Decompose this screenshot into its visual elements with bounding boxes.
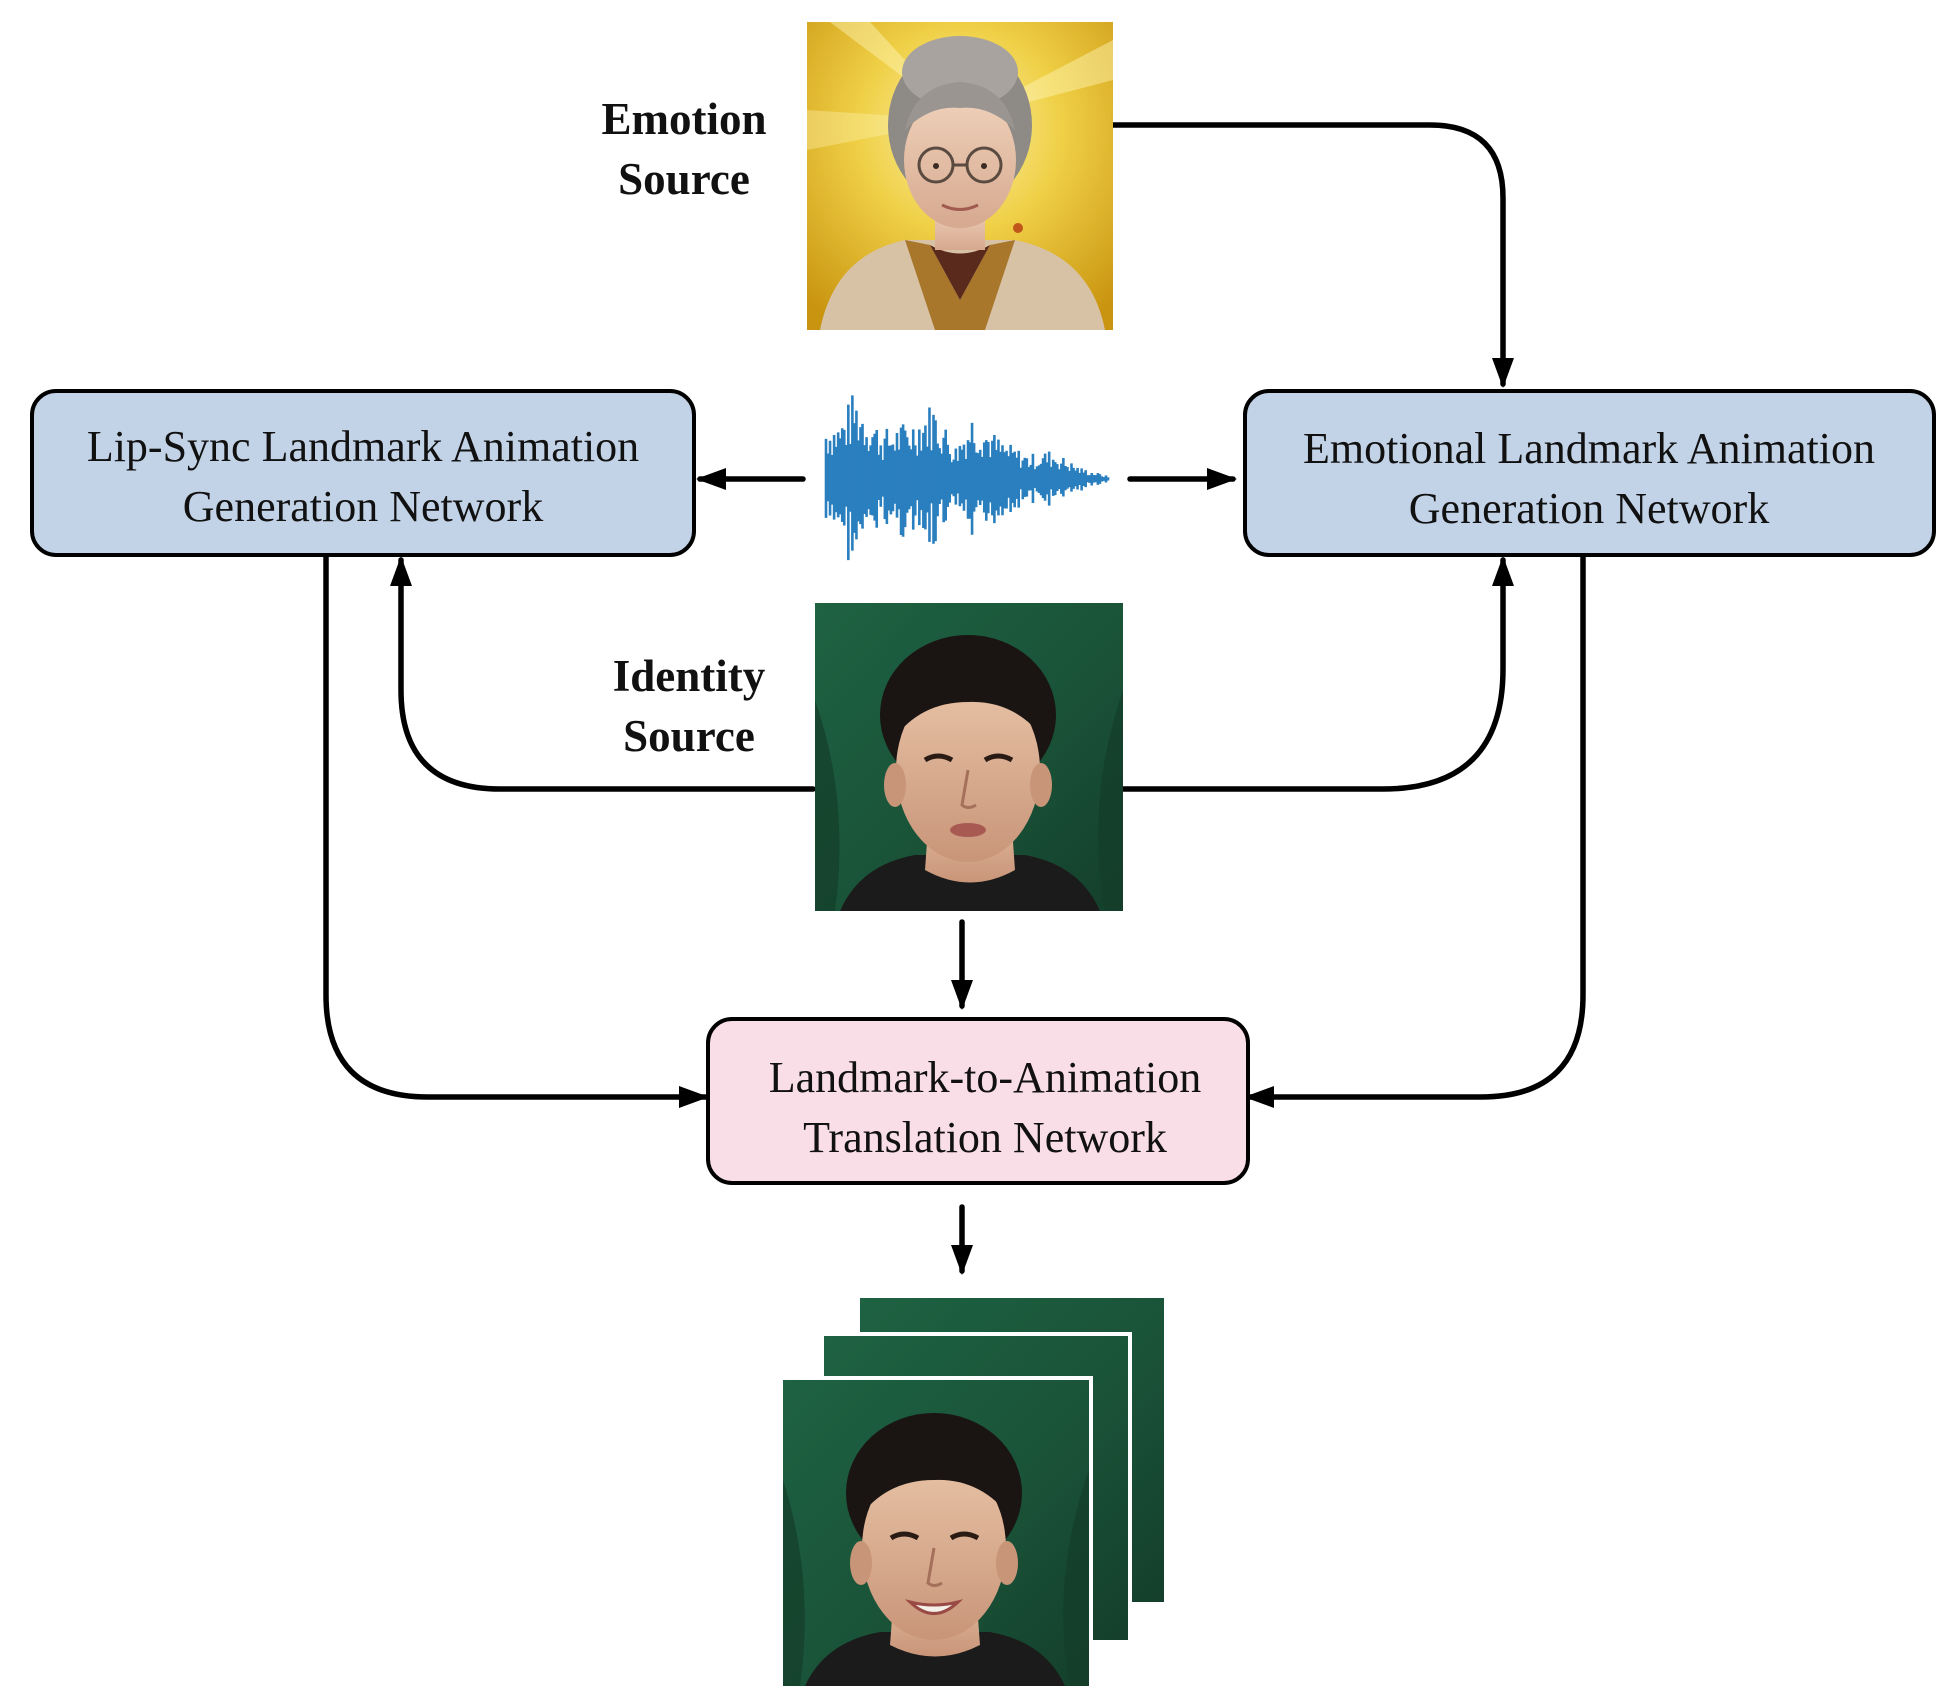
emotional-network-label-line1: Emotional Landmark Animation bbox=[1303, 424, 1875, 473]
edge-emotion-to-emotional bbox=[1110, 122, 1514, 388]
edge-lipsync-to-translation bbox=[323, 554, 709, 1108]
translation-network-node[interactable]: Landmark-to-Animation Translation Networ… bbox=[706, 1017, 1250, 1185]
lip-sync-network-node[interactable]: Lip-Sync Landmark Animation Generation N… bbox=[30, 389, 696, 557]
edge-identity-to-emotional bbox=[1119, 556, 1514, 792]
translation-network-label-line1: Landmark-to-Animation bbox=[769, 1053, 1202, 1102]
translation-network-box bbox=[706, 1017, 1250, 1185]
output-frame-front bbox=[779, 1376, 1093, 1690]
lip-sync-network-label-line2: Generation Network bbox=[183, 482, 543, 531]
emotional-network-label-line2: Generation Network bbox=[1409, 484, 1769, 533]
emotional-network-node[interactable]: Emotional Landmark Animation Generation … bbox=[1243, 389, 1936, 557]
identity-source-label-line1: Identity bbox=[613, 651, 766, 701]
young-man-portrait-icon bbox=[815, 603, 1123, 911]
emotion-source-label: Emotion Source bbox=[601, 94, 766, 204]
emotion-source-label-line1: Emotion bbox=[601, 94, 766, 144]
emotional-network-box bbox=[1243, 389, 1936, 557]
edge-emotional-to-translation bbox=[1244, 554, 1586, 1108]
edges bbox=[323, 122, 1586, 1275]
translation-network-label-line2: Translation Network bbox=[803, 1113, 1167, 1162]
emotion-source-label-line2: Source bbox=[618, 154, 750, 204]
audio-waveform-icon bbox=[824, 395, 1110, 561]
elderly-woman-portrait-icon bbox=[807, 22, 1113, 330]
lip-sync-network-label-line1: Lip-Sync Landmark Animation bbox=[87, 422, 639, 471]
stacked-video-frames-icon bbox=[779, 1294, 1168, 1690]
lip-sync-network-box bbox=[30, 389, 696, 557]
identity-source-label: Identity Source bbox=[613, 651, 766, 761]
identity-source-label-line2: Source bbox=[623, 711, 755, 761]
edge-identity-to-lipsync bbox=[390, 556, 816, 792]
